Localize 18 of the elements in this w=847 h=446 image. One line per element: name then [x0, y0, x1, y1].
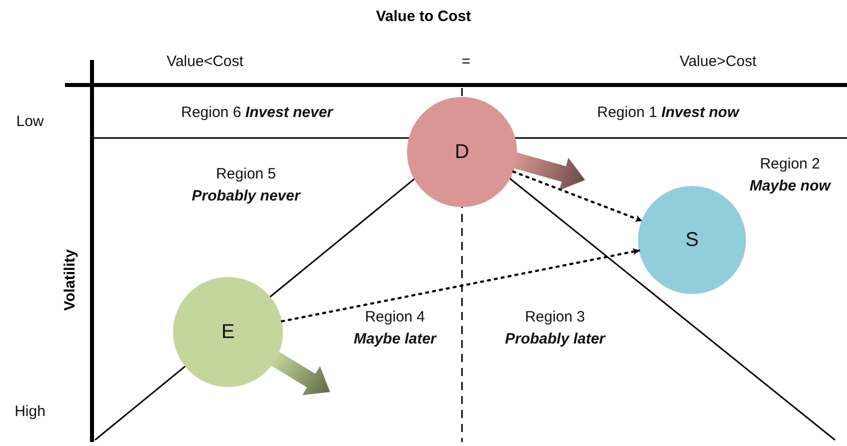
chart-title: Value to Cost: [374, 8, 472, 25]
region-label: Region 5 Probably never: [192, 164, 300, 206]
region-label: Region 2 Maybe now: [750, 154, 830, 196]
dotted-arrow: [280, 248, 640, 322]
axis-label: =: [462, 52, 470, 72]
circle-node: D: [407, 97, 517, 207]
circle-node: S: [638, 186, 746, 294]
circle-node: E: [173, 277, 283, 387]
region-label: Region 3 Probably later: [504, 307, 606, 349]
region-label: Region 4 Maybe later: [354, 307, 436, 349]
axis-label: Low: [16, 112, 44, 132]
dotted-arrow: [512, 170, 643, 222]
axis-label: Value>Cost: [680, 52, 756, 72]
axis-label: Volatility: [62, 249, 78, 311]
axis-label: Value<Cost: [166, 52, 244, 72]
axis-label: High: [14, 402, 46, 422]
region-label: Region 1 Invest now: [597, 103, 739, 124]
region-label: Region 6 Invest never: [181, 103, 333, 124]
